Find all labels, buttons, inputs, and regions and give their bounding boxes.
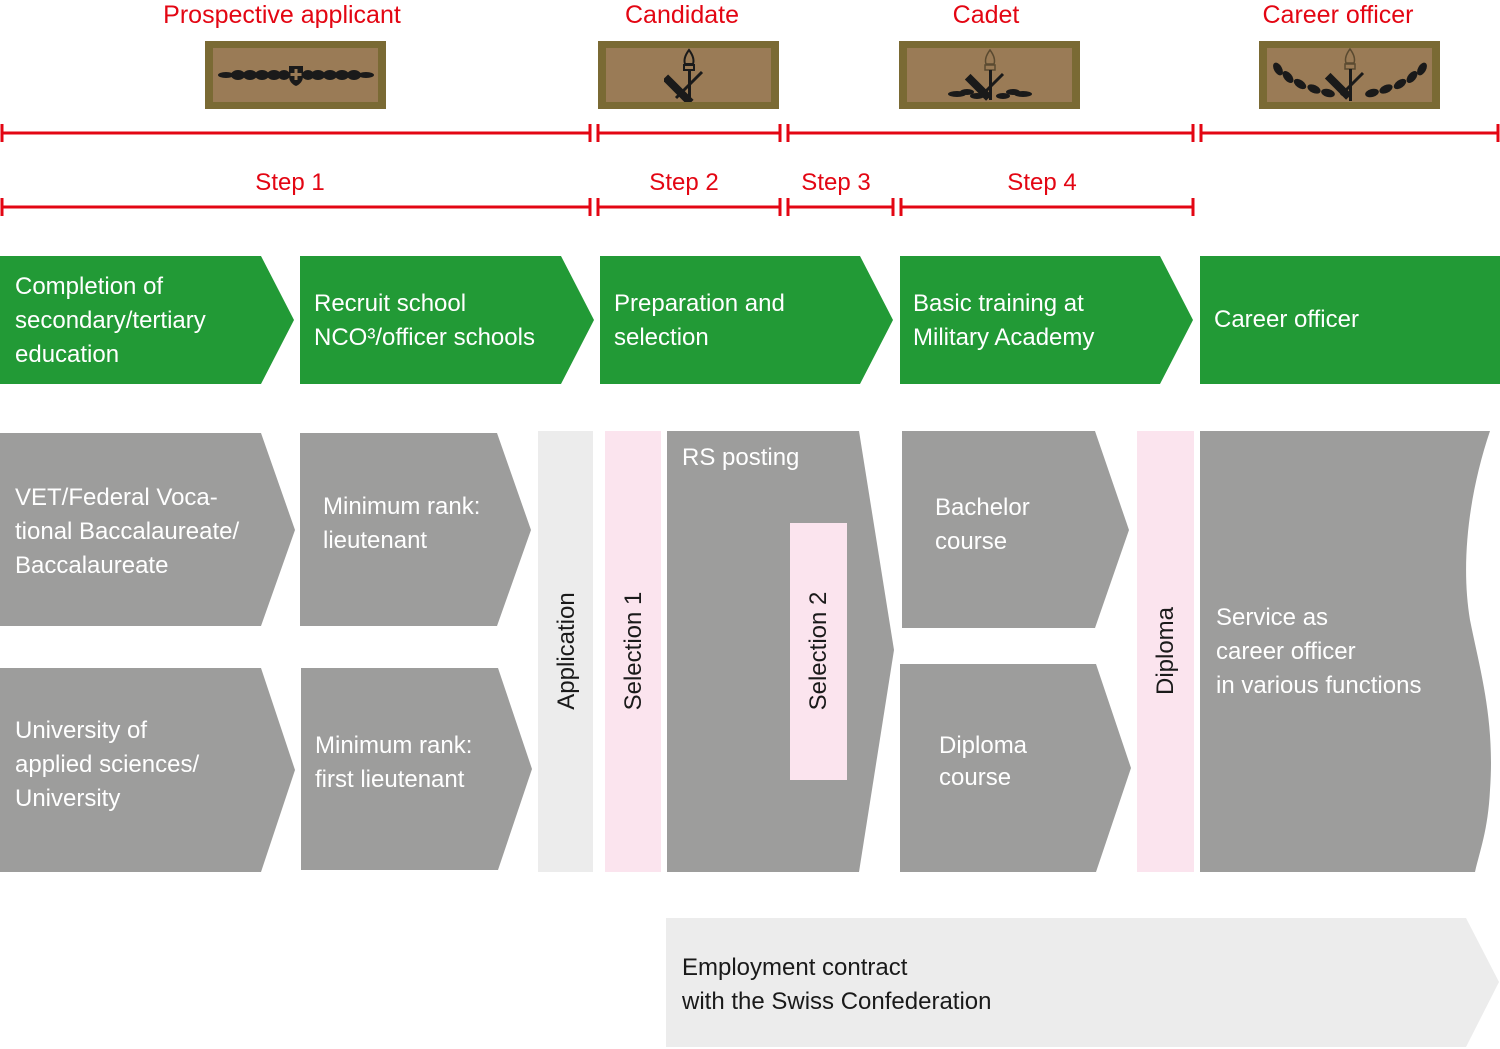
- stage-chevron-1: [0, 256, 294, 384]
- torch-sword-small-wreath-insignia-icon: [947, 48, 1032, 101]
- phase-label-career-officer: Career officer: [1262, 1, 1414, 29]
- selection-2-bar: [790, 523, 847, 780]
- rs-posting-shape: [667, 431, 894, 872]
- employment-contract-label: Employment contract with the Swiss Confe…: [682, 954, 992, 1015]
- path-lower-rank-shape: [301, 668, 532, 870]
- phase-label-candidate: Candidate: [625, 1, 739, 29]
- step-label-2: Step 2: [649, 169, 719, 196]
- application-label: Application: [553, 592, 580, 710]
- diploma-label: Diploma: [1152, 606, 1179, 696]
- step-label-4: Step 4: [1007, 169, 1077, 196]
- application-bar: [538, 431, 593, 872]
- stage-label-5: Career officer: [1214, 306, 1359, 333]
- path-lower-education-label: University of applied sciences/ Universi…: [15, 717, 200, 812]
- employment-contract-shape: [666, 918, 1499, 1047]
- torch-sword-insignia-icon: [663, 48, 703, 102]
- path-upper-education-shape: [0, 433, 295, 626]
- selection-1-bar: [605, 431, 661, 872]
- torch-sword-large-wreath-insignia-icon: [1272, 47, 1427, 101]
- stage-chevron-3: [600, 256, 893, 384]
- stage-label-2: Recruit school NCO³/officer schools: [314, 290, 535, 351]
- path-upper-rank-label: Minimum rank: lieutenant: [323, 493, 481, 554]
- step-timeline: [0, 198, 1195, 216]
- step-label-3: Step 3: [801, 169, 871, 196]
- diploma-course-shape: [900, 664, 1131, 872]
- rs-posting-label: RS posting: [682, 444, 800, 471]
- path-upper-rank-shape: [300, 433, 531, 626]
- bachelor-course-shape: [902, 431, 1129, 628]
- diploma-bar: [1137, 431, 1194, 872]
- service-label: Service as career officer in various fun…: [1216, 604, 1422, 699]
- selection-2-label: Selection 2: [805, 591, 832, 711]
- stage-label-4: Basic training at Military Academy: [913, 290, 1095, 351]
- phase-label-prospective-applicant: Prospective applicant: [163, 1, 401, 29]
- path-lower-rank-label: Minimum rank: first lieutenant: [315, 732, 473, 793]
- phase-label-cadet: Cadet: [952, 1, 1020, 29]
- bachelor-course-label: Bachelor course: [935, 494, 1030, 555]
- stage-label-3: Preparation and selection: [614, 290, 785, 351]
- badge-prospective-applicant: [205, 41, 386, 109]
- path-upper-education-label: VET/Federal Voca- tional Baccalaureate/ …: [15, 484, 240, 579]
- diploma-course-label: Diploma course: [939, 732, 1028, 791]
- badge-cadet: [899, 41, 1080, 109]
- stage-chevron-2: [300, 256, 594, 384]
- service-shape: [1200, 431, 1491, 872]
- oak-leaf-swiss-cross-insignia-icon: [217, 66, 374, 86]
- phase-timeline: [0, 124, 1500, 142]
- stage-block-5: [1200, 256, 1500, 384]
- badge-career-officer: [1259, 41, 1440, 109]
- step-label-1: Step 1: [255, 169, 325, 196]
- stage-label-1: Completion of secondary/tertiary educati…: [15, 273, 206, 368]
- badge-candidate: [598, 41, 779, 109]
- path-lower-education-shape: [0, 668, 295, 872]
- selection-1-label: Selection 1: [620, 591, 647, 711]
- stage-chevron-4: [900, 256, 1193, 384]
